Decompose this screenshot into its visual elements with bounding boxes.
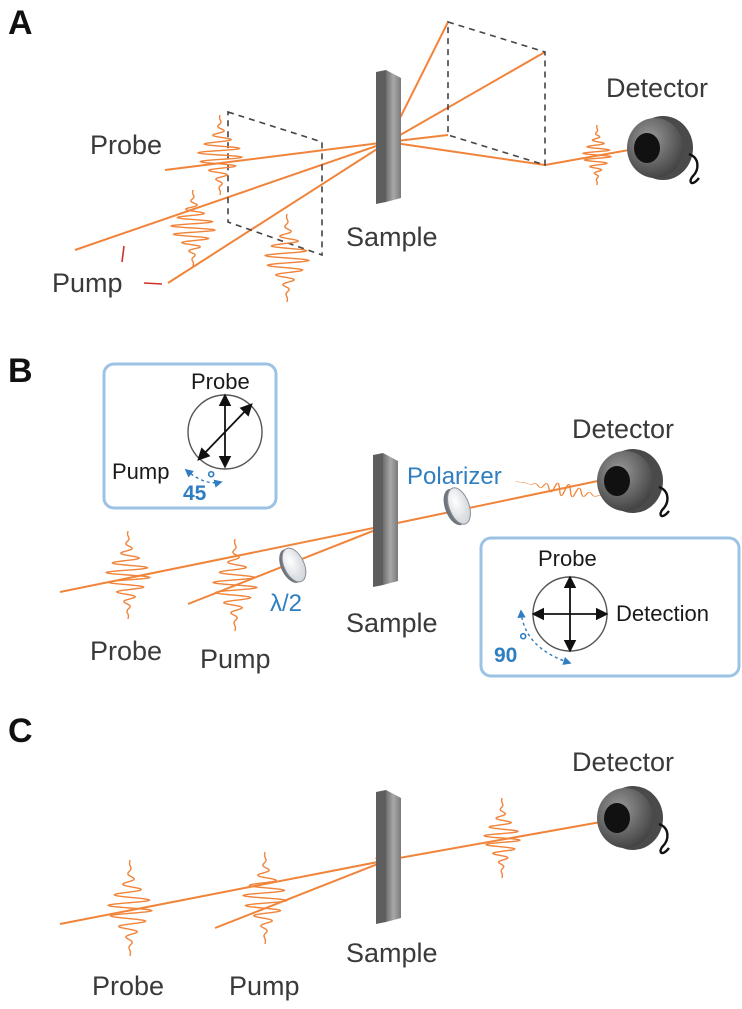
panel-a: A bbox=[8, 4, 708, 303]
panel-b-half-wave-plate bbox=[279, 547, 307, 583]
panel-b-polarizer-label: Polarizer bbox=[407, 463, 502, 490]
panel-a-signal-pulse bbox=[581, 124, 613, 186]
panel-c-detector-label: Detector bbox=[572, 747, 674, 777]
panel-a-detector-icon bbox=[627, 116, 700, 185]
wave-packet bbox=[482, 797, 522, 879]
panel-a-probe-label: Probe bbox=[90, 130, 162, 160]
wave-packet bbox=[106, 859, 154, 957]
panel-b-sample bbox=[373, 453, 398, 587]
panel-a-sample-label: Sample bbox=[346, 222, 438, 252]
wave-packet bbox=[241, 851, 289, 945]
wave-packet bbox=[515, 481, 615, 499]
inset-left-degree: ° bbox=[207, 468, 215, 491]
panel-c-detector-icon bbox=[597, 786, 670, 855]
wave-packet bbox=[169, 189, 217, 267]
panel-b-sample-label: Sample bbox=[346, 608, 438, 638]
panel-b-polarizer-plate bbox=[443, 487, 471, 526]
panel-c-signal-pulse bbox=[482, 797, 522, 879]
panel-c: C Probe Pump Sample Detector bbox=[8, 712, 674, 1001]
panel-b-probe-pulse bbox=[104, 530, 152, 620]
panel-a-letter: A bbox=[8, 4, 33, 42]
panel-c-letter: C bbox=[8, 712, 33, 750]
panel-b-inset-probe-detection: Probe Detection 90 ° bbox=[479, 536, 741, 678]
panel-b-pump-label: Pump bbox=[200, 644, 271, 674]
panel-a-input-plane bbox=[227, 110, 323, 257]
wave-packet bbox=[104, 530, 152, 620]
panel-b-detector-label: Detector bbox=[572, 414, 674, 444]
panel-c-probe-label: Probe bbox=[92, 971, 164, 1001]
panel-a-sample bbox=[376, 70, 401, 204]
panel-a-output-plane bbox=[447, 20, 546, 167]
inset-right-degree: ° bbox=[519, 630, 527, 653]
panel-c-beams bbox=[59, 819, 613, 929]
panel-a-probe-pulse bbox=[196, 114, 244, 196]
panel-b-probe-label: Probe bbox=[90, 636, 162, 666]
wave-packet bbox=[581, 124, 613, 186]
panel-c-pump-label: Pump bbox=[229, 971, 300, 1001]
panel-c-sample-label: Sample bbox=[346, 938, 438, 968]
panel-c-probe-pulse bbox=[106, 859, 154, 957]
panel-a-pump-label: Pump bbox=[52, 268, 123, 298]
panel-b-letter: B bbox=[8, 352, 33, 390]
panel-c-sample bbox=[376, 790, 401, 924]
panel-b-inset-pump-probe: Probe Pump 45 ° bbox=[102, 362, 278, 510]
wave-packet bbox=[211, 538, 259, 632]
panel-b: B bbox=[8, 352, 741, 678]
wave-packet bbox=[196, 114, 244, 196]
panel-a-pump-pulse-1 bbox=[169, 189, 217, 267]
panel-c-pump-pulse bbox=[241, 851, 289, 945]
panel-a-detector-label: Detector bbox=[606, 73, 708, 103]
panel-b-signal-pulse bbox=[515, 481, 615, 499]
panel-b-detector-icon bbox=[597, 449, 670, 518]
inset-left-angle: 45 bbox=[183, 482, 207, 505]
inset-right-detection-label: Detection bbox=[616, 601, 709, 626]
inset-right-angle: 90 bbox=[494, 644, 517, 667]
inset-left-pump-label: Pump bbox=[112, 459, 169, 484]
panel-b-half-wave-label: λ/2 bbox=[270, 590, 302, 617]
panel-b-pump-pulse bbox=[211, 538, 259, 632]
inset-left-probe-label: Probe bbox=[191, 369, 250, 394]
inset-right-probe-label: Probe bbox=[538, 546, 597, 571]
panel-a-pump-pulse-2 bbox=[263, 213, 311, 303]
wave-packet bbox=[263, 213, 311, 303]
